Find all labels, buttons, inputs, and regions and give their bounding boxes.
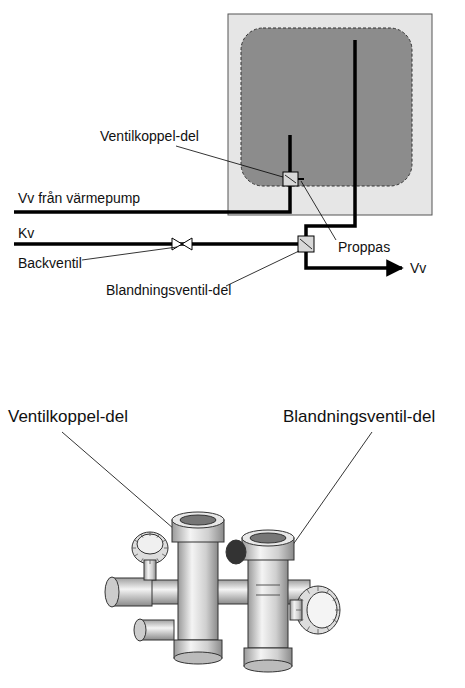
knob-ridge bbox=[162, 540, 165, 542]
knob-ridge bbox=[299, 598, 303, 601]
pipes bbox=[14, 40, 402, 268]
knob-ridge bbox=[157, 534, 159, 537]
knob-ridge bbox=[318, 586, 319, 591]
part-name: Blandningsventil-del bbox=[283, 408, 435, 427]
knob-ridge bbox=[307, 589, 310, 593]
knob-ridge bbox=[333, 620, 337, 623]
valve-coupling-box bbox=[283, 172, 298, 186]
knob-ridge bbox=[307, 626, 310, 630]
mixing-valve-box bbox=[298, 236, 314, 252]
knob-ridge bbox=[164, 548, 168, 549]
leader-lines bbox=[62, 146, 372, 556]
tank-housing bbox=[228, 14, 432, 215]
part-name: Ventilkoppel-del bbox=[8, 408, 128, 427]
knob-ridge bbox=[132, 548, 136, 549]
part-name: Backventil bbox=[18, 256, 82, 271]
part-name: Ventilkoppel-del bbox=[100, 129, 199, 144]
knob-ridge bbox=[335, 610, 340, 611]
mixing-valve-mark bbox=[300, 239, 312, 249]
knob-ridge bbox=[299, 620, 303, 623]
pipe-label: Vv bbox=[410, 261, 426, 276]
knob-ridge bbox=[333, 598, 337, 601]
plug-stub bbox=[298, 178, 304, 180]
note-label: Proppas bbox=[338, 240, 390, 255]
knob-ridge bbox=[134, 554, 137, 556]
knob-ridge bbox=[318, 629, 319, 634]
knob-ridges bbox=[132, 532, 340, 634]
pipe-label: Vv från värmepump bbox=[18, 191, 140, 206]
knob-ridge bbox=[150, 532, 151, 536]
valve-coupling-mark bbox=[285, 175, 296, 183]
tank-cylinder bbox=[241, 28, 412, 186]
check-valve-symbol bbox=[172, 238, 192, 250]
knob-ridge bbox=[327, 589, 330, 593]
knob-ridge bbox=[157, 558, 159, 561]
valve-assembly-illustration bbox=[105, 512, 340, 672]
knob-ridge bbox=[141, 558, 143, 561]
knob-ridge bbox=[150, 560, 151, 564]
knob-ridge bbox=[134, 540, 137, 542]
knob-ridge bbox=[296, 610, 301, 611]
knob-ridge bbox=[141, 534, 143, 537]
knob-ridge bbox=[162, 554, 165, 556]
knob-ridge bbox=[327, 626, 330, 630]
pipe-label: Kv bbox=[18, 226, 34, 241]
part-name: Blandningsventil-del bbox=[106, 283, 231, 298]
